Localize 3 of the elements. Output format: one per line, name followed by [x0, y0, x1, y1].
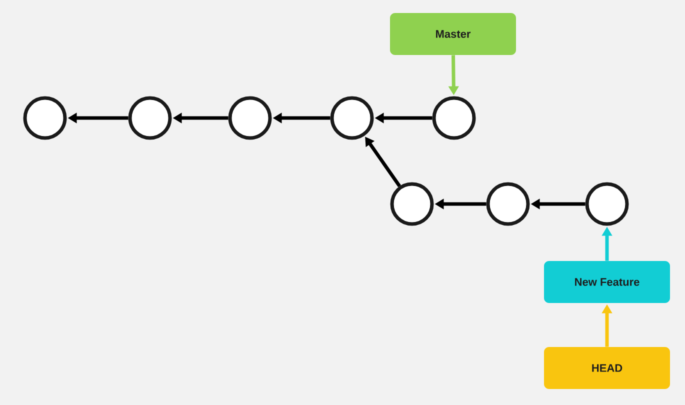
label-box: HEAD — [544, 347, 670, 389]
label-box: New Feature — [544, 261, 670, 303]
label-box: Master — [390, 13, 516, 55]
